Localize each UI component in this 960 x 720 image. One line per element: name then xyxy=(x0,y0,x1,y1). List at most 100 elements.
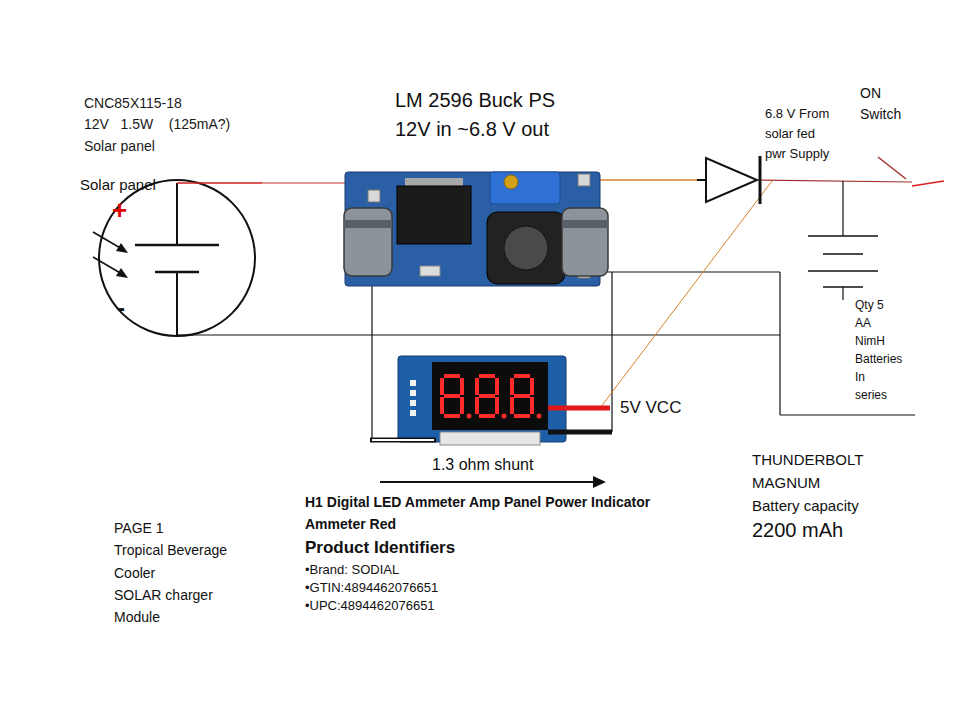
inductor-coil xyxy=(504,226,548,270)
battery-note: AA xyxy=(855,316,871,330)
panel-rating-slot: 12V 1.5W (125mA?) xyxy=(84,116,230,134)
shunt-lead xyxy=(370,438,436,443)
battery-note: Batteries xyxy=(855,352,902,366)
battery-plate xyxy=(823,253,863,255)
battery-brand: MAGNUM xyxy=(752,474,820,491)
product-id-slot: •Brand: SODIAL xyxy=(305,562,399,578)
page-note-slot: PAGE 1 xyxy=(114,520,164,538)
switch-lead xyxy=(912,181,944,186)
battery-lead xyxy=(842,287,843,300)
diode-symbol xyxy=(706,158,757,202)
capacitor-band xyxy=(344,220,392,228)
seven-segment-digit xyxy=(475,374,507,419)
pin-hole xyxy=(410,380,416,386)
symbol-label: Solar panel xyxy=(80,176,156,193)
signal-name-slot: 5V VCC xyxy=(620,398,681,418)
battery-plate xyxy=(808,235,878,237)
capacitor xyxy=(562,208,608,276)
trim-screw xyxy=(504,175,518,189)
panel-model: CNC85X115-18 xyxy=(84,95,182,111)
battery-capacity-slot: 2200 mAh xyxy=(752,518,843,542)
section-heading-slot: Product Identifiers xyxy=(305,538,455,558)
panel-model-slot: CNC85X115-18 xyxy=(84,95,182,113)
product-name-slot: Ammeter Red xyxy=(305,516,396,534)
page-note-slot: Tropical Beverage xyxy=(114,542,227,560)
page-note-slot: Cooler xyxy=(114,565,155,583)
shunt-arrow xyxy=(380,481,596,483)
battery-capacity: Battery capacity xyxy=(752,497,859,514)
polarity-mark-slot: + xyxy=(112,195,127,226)
diode-lead xyxy=(697,179,706,181)
meter-ground-wire xyxy=(371,285,372,440)
led-display xyxy=(432,362,548,430)
battery-brand-slot: MAGNUM xyxy=(752,474,820,492)
module-title: LM 2596 Buck PS xyxy=(395,89,555,111)
negative-wire xyxy=(779,272,780,415)
battery-note: NimH xyxy=(855,334,885,348)
switch-label-slot: ON xyxy=(860,85,881,103)
switch-label: ON xyxy=(860,85,881,101)
output-wire xyxy=(585,179,705,181)
vcc-wire xyxy=(600,181,772,408)
negative-wire xyxy=(780,414,915,415)
negative-wire xyxy=(590,271,780,272)
black-lead xyxy=(548,430,612,435)
battery-note-slot: NimH xyxy=(855,334,885,348)
pin-hole xyxy=(410,400,416,406)
battery-note-slot: In xyxy=(855,370,865,384)
polarity-mark: - xyxy=(117,294,125,321)
diode-note: 6.8 V From xyxy=(765,106,829,121)
seven-segment-digit xyxy=(440,374,472,419)
switch-label-slot: Switch xyxy=(860,106,901,124)
solar-lead xyxy=(176,183,178,245)
page-note: SOLAR charger xyxy=(114,587,213,603)
diode-note: solar fed xyxy=(765,126,815,141)
cell-plate-long xyxy=(135,244,219,247)
diode-note: pwr Supply xyxy=(765,146,829,161)
module-spec: 12V in ~6.8 V out xyxy=(395,118,549,140)
solder-pad xyxy=(368,190,380,202)
module-title-slot: LM 2596 Buck PS xyxy=(395,88,555,112)
solder-pad xyxy=(578,174,590,186)
product-id: •Brand: SODIAL xyxy=(305,562,399,577)
panel-name-slot: Solar panel xyxy=(84,138,155,156)
light-arrowhead xyxy=(116,268,128,278)
capacitor xyxy=(344,208,392,276)
ammeter-board xyxy=(398,356,566,442)
battery-plate xyxy=(808,270,878,272)
smd-part xyxy=(420,266,440,276)
page-note-slot: SOLAR charger xyxy=(114,587,213,605)
panel-name: Solar panel xyxy=(84,138,155,154)
battery-brand-slot: THUNDERBOLT xyxy=(752,451,863,469)
diode-note-slot: solar fed xyxy=(765,126,815,142)
section-heading: Product Identifiers xyxy=(305,538,455,557)
diode-note-slot: pwr Supply xyxy=(765,146,829,162)
decimal-point xyxy=(467,414,472,419)
battery-lead xyxy=(842,181,843,236)
diode-note-slot: 6.8 V From xyxy=(765,106,829,122)
product-name-slot: H1 Digital LED Ammeter Amp Panel Power I… xyxy=(305,494,650,512)
diode-bar xyxy=(759,156,762,204)
red-lead xyxy=(548,406,610,411)
product-name: H1 Digital LED Ammeter Amp Panel Power I… xyxy=(305,494,650,510)
page-note: Tropical Beverage xyxy=(114,542,227,558)
battery-note: In xyxy=(855,370,865,384)
decimal-point xyxy=(502,414,507,419)
shunt-label-slot: 1.3 ohm shunt xyxy=(432,455,533,474)
pin-hole xyxy=(410,390,416,396)
inductor xyxy=(487,212,565,284)
pin-hole xyxy=(410,410,416,416)
capacitor-band xyxy=(562,220,608,228)
battery-note-slot: AA xyxy=(855,316,871,330)
page-note: Module xyxy=(114,609,160,625)
shunt-label: 1.3 ohm shunt xyxy=(432,456,533,473)
product-id: •UPC:4894462076651 xyxy=(305,598,435,613)
light-arrow xyxy=(93,232,122,249)
regulator-chip xyxy=(397,186,471,244)
battery-note-slot: series xyxy=(855,388,887,402)
solar-panel-circle xyxy=(99,180,255,336)
page-note: Cooler xyxy=(114,565,155,581)
negative-wire xyxy=(177,334,780,335)
product-id-slot: •GTIN:4894462076651 xyxy=(305,580,438,596)
